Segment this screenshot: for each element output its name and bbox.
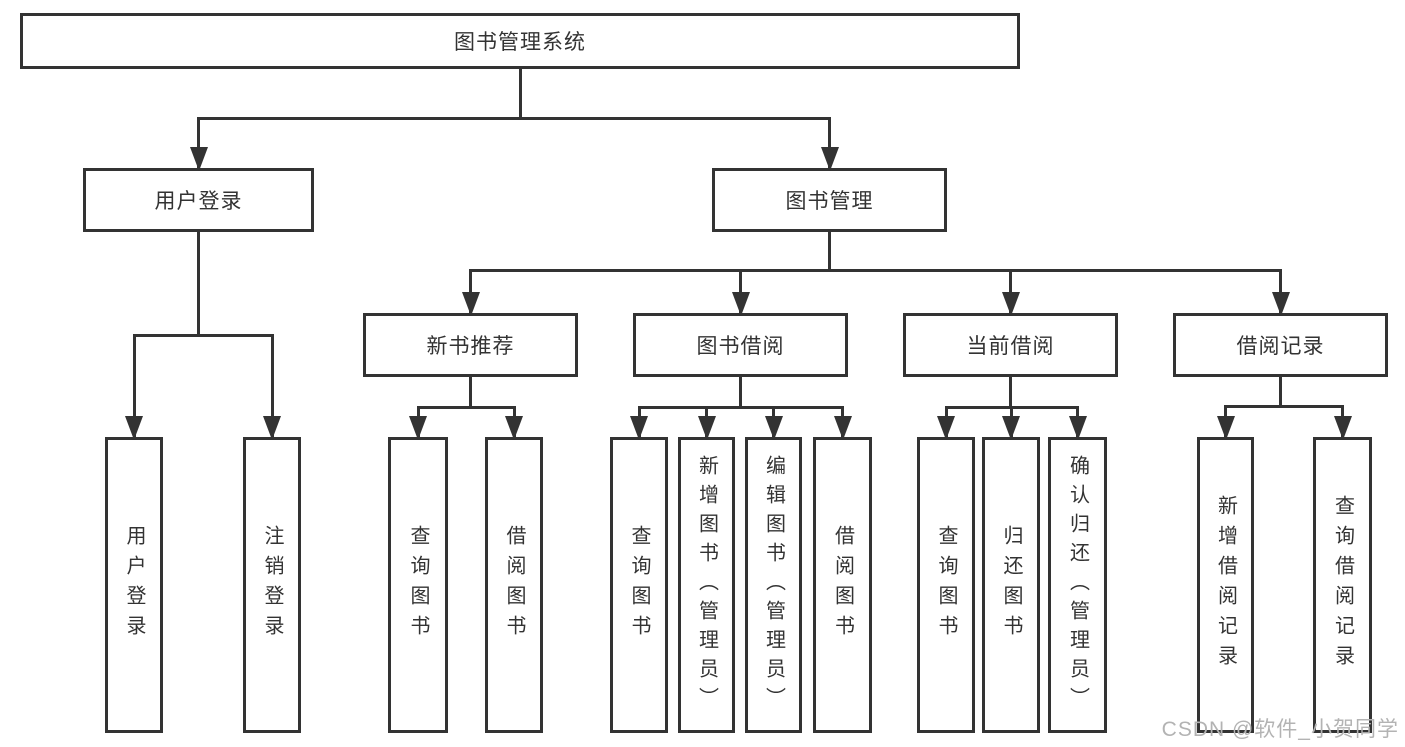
connector-line [828,118,831,168]
arrow-down-icon [630,416,648,440]
connector-line [739,377,742,409]
arrow-down-icon [189,147,208,171]
arrow-down-icon [764,416,783,440]
connector-line [469,270,472,313]
node-login-user: 用户登录 [105,437,163,733]
connector-line [132,335,136,437]
connector-line [518,69,522,120]
connector-line [469,377,472,409]
node-bb-edit-book: 编辑图书（管理员） [745,437,802,733]
connector-line [1224,404,1344,408]
node-user-login: 用户登录 [83,168,314,232]
connector-line [197,232,200,337]
node-nb-borrow-book: 借阅图书 [485,437,543,733]
connector-line [197,118,200,168]
node-br-add-record: 新增借阅记录 [1197,437,1254,733]
node-logout-user: 注销登录 [243,437,301,733]
watermark: CSDN @软件_小贺同学 [1161,718,1399,741]
connector-line [637,405,844,409]
node-cb-query-book: 查询图书 [917,437,975,733]
arrow-down-icon [937,416,955,440]
arrow-down-icon [409,416,427,440]
node-bb-add-book: 新增图书（管理员） [678,437,735,733]
arrow-down-icon [1216,416,1235,440]
node-br-query-record: 查询借阅记录 [1313,437,1372,733]
arrow-down-icon [833,416,852,440]
node-book-borrow: 图书借阅 [633,313,848,377]
arrow-down-icon [820,147,839,171]
node-new-book-recommend: 新书推荐 [363,313,578,377]
connector-line [1009,377,1012,409]
arrow-down-icon [1001,292,1020,316]
arrow-down-icon [461,292,480,316]
connector-line [416,405,516,409]
connector-line [132,333,274,337]
arrow-down-icon [505,416,523,440]
connector-line [1279,377,1282,408]
arrow-down-icon [731,292,750,316]
node-bb-query-book: 查询图书 [610,437,668,733]
arrow-down-icon [697,416,716,440]
arrow-down-icon [263,416,281,440]
arrow-down-icon [1068,416,1087,440]
node-root: 图书管理系统 [20,13,1020,69]
arrow-down-icon [1002,416,1020,440]
connector-line [828,232,831,272]
node-borrow-records: 借阅记录 [1173,313,1388,377]
node-nb-query-book: 查询图书 [388,437,448,733]
arrow-down-icon [1333,416,1352,440]
connector-line [270,335,274,437]
connector-line [1009,270,1012,313]
node-cb-confirm-return: 确认归还（管理员） [1048,437,1107,733]
node-bb-borrow-book: 借阅图书 [813,437,872,733]
node-cb-return-book: 归还图书 [982,437,1040,733]
connector-line [1279,270,1282,313]
arrow-down-icon [1271,292,1290,316]
connector-line [739,270,742,313]
connector-line [197,116,831,120]
node-current-borrow: 当前借阅 [903,313,1118,377]
node-book-management: 图书管理 [712,168,947,232]
connector-line [469,268,1282,272]
arrow-down-icon [125,416,143,440]
